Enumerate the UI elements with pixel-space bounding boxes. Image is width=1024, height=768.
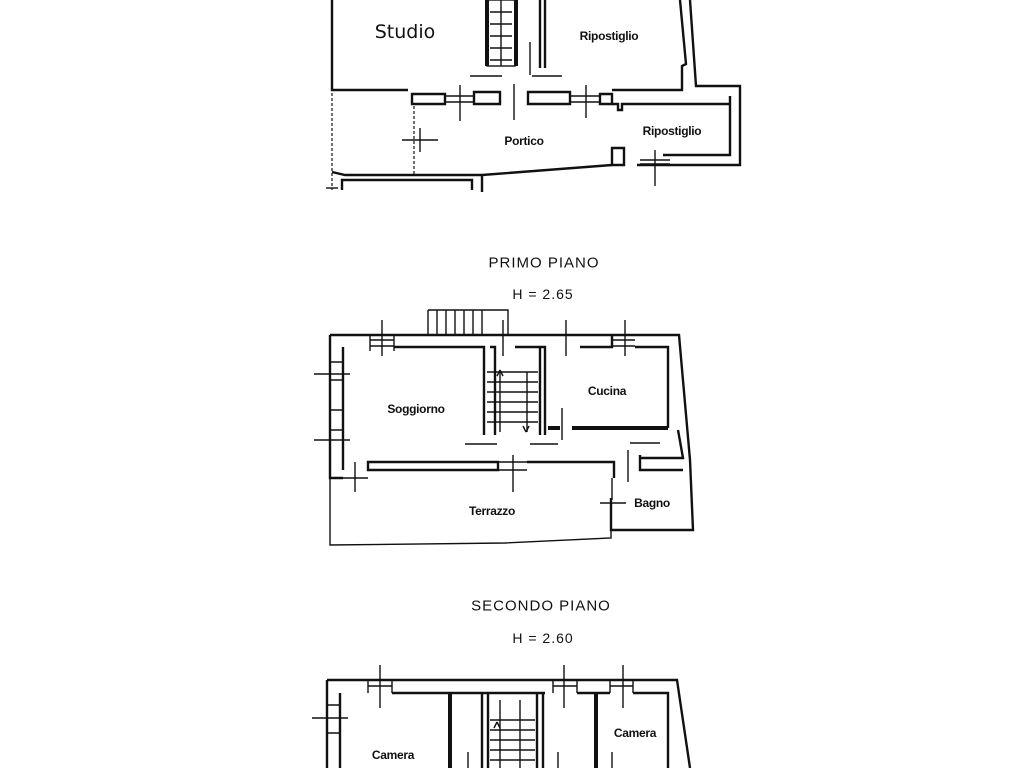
- room-label-ripostiglio-upper: Ripostiglio: [579, 29, 639, 43]
- second-floor-height: H = 2.60: [512, 630, 574, 646]
- first-floor-plan: [314, 309, 695, 546]
- room-label-ripostiglio-lower: Ripostiglio: [642, 124, 702, 138]
- first-floor-height: H = 2.65: [512, 286, 574, 302]
- first-floor-title: PRIMO PIANO: [488, 254, 600, 272]
- room-label-soggiorno: Soggiorno: [387, 402, 445, 416]
- room-label-camera-left: Camera: [371, 748, 415, 762]
- room-label-terrazzo: Terrazzo: [468, 504, 516, 518]
- ground-floor-plan: [326, 0, 742, 192]
- room-label-studio: Studio: [374, 21, 436, 43]
- room-label-camera-right: Camera: [613, 726, 657, 740]
- room-label-cucina: Cucina: [587, 384, 627, 398]
- second-floor-title: SECONDO PIANO: [471, 597, 611, 615]
- room-label-bagno: Bagno: [634, 496, 670, 510]
- room-label-portico: Portico: [504, 134, 544, 148]
- second-floor-plan: [312, 665, 692, 768]
